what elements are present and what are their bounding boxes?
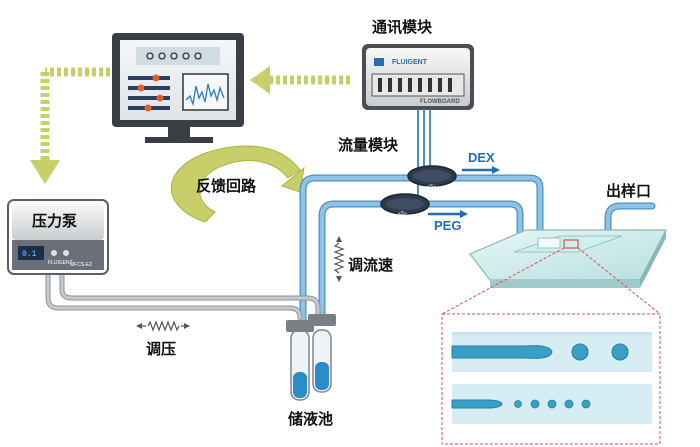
label-adjust-flow: 调流速 bbox=[348, 256, 394, 274]
monitor-icon bbox=[112, 33, 244, 143]
label-peg: PEG bbox=[434, 218, 462, 233]
label-pressure-pump: 压力泵 bbox=[32, 212, 78, 230]
pump-icon: 0.1 MFCS-EZ FLUIGENT bbox=[7, 199, 109, 275]
label-feedback-loop: 反馈回路 bbox=[196, 177, 257, 195]
spring-icon-vertical bbox=[333, 236, 345, 282]
svg-text:MFCS-EZ: MFCS-EZ bbox=[70, 262, 92, 268]
dashed-arrows bbox=[30, 66, 350, 184]
svg-text:0.1: 0.1 bbox=[22, 250, 37, 259]
flow-sensor-icon: «S» «S» bbox=[380, 165, 457, 217]
label-reservoir: 储液池 bbox=[288, 410, 334, 428]
flow-direction-arrows bbox=[428, 166, 500, 218]
label-flow-module: 流量模块 bbox=[338, 136, 399, 154]
channel-inset bbox=[441, 247, 661, 445]
reservoir-icon bbox=[286, 314, 336, 401]
module-icon: FLUIGENT FLOWBOARD bbox=[362, 44, 474, 110]
microfluidic-chip bbox=[469, 229, 667, 288]
svg-text:«S»: «S» bbox=[427, 184, 436, 190]
svg-text:«S»: «S» bbox=[398, 211, 407, 217]
svg-text:FLUIGENT: FLUIGENT bbox=[48, 260, 73, 266]
label-comm-module: 通讯模块 bbox=[372, 18, 433, 36]
arrow-module-to-monitor bbox=[250, 66, 350, 94]
svg-text:FLUIGENT: FLUIGENT bbox=[392, 59, 428, 66]
label-outlet: 出样口 bbox=[606, 182, 652, 200]
spring-icon bbox=[136, 320, 190, 332]
feedback-loop-arrow bbox=[170, 145, 305, 223]
svg-text:FLOWBOARD: FLOWBOARD bbox=[420, 99, 460, 105]
arrow-monitor-to-pump bbox=[30, 67, 110, 184]
label-adjust-pressure: 调压 bbox=[146, 340, 177, 358]
label-dex: DEX bbox=[468, 150, 495, 165]
